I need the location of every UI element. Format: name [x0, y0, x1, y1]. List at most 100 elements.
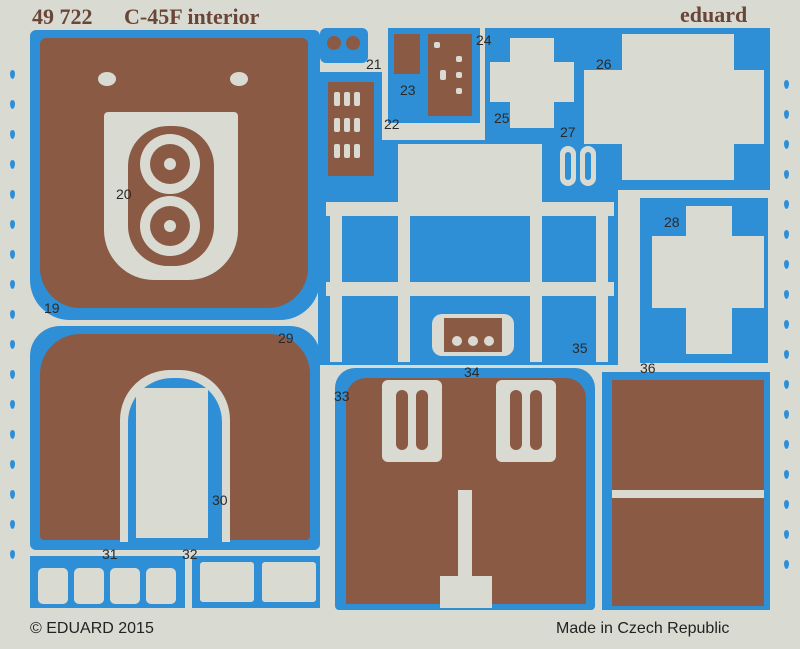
part-number-35: 35: [572, 340, 588, 356]
panel-24-switch: [456, 56, 462, 62]
part-35-bottom-bar: [326, 282, 614, 296]
edge-hole: [784, 200, 789, 209]
part-number-24: 24: [476, 32, 492, 48]
cutout-window: [565, 152, 571, 180]
panel-30: [136, 388, 208, 538]
panel-24-switch: [440, 70, 446, 80]
panel-24-switch: [434, 42, 440, 48]
edge-hole: [10, 490, 15, 499]
edge-hole: [784, 410, 789, 419]
edge-hole: [784, 170, 789, 179]
part-number-21: 21: [366, 56, 382, 72]
floor-33-pedal: [510, 390, 522, 450]
floor-33-pedal-frame: [496, 380, 556, 462]
edge-hole: [784, 560, 789, 569]
part-32-plate: [200, 562, 254, 602]
part-32-plate: [262, 562, 316, 602]
part-number-27: 27: [560, 124, 576, 140]
copyright: © EDUARD 2015: [30, 620, 154, 637]
edge-hole: [10, 190, 15, 199]
edge-hole: [10, 220, 15, 229]
panel-22-slot: [344, 144, 350, 158]
part-number-20: 20: [116, 186, 132, 202]
panel-24-switch: [456, 88, 462, 94]
edge-hole: [784, 500, 789, 509]
cutout-window: [548, 138, 606, 196]
door-handle: [98, 72, 116, 86]
edge-hole: [784, 380, 789, 389]
panel-22-slot: [354, 144, 360, 158]
panel-20-dial-hub: [164, 220, 176, 232]
part-31-tab: [38, 568, 68, 604]
edge-hole: [10, 100, 15, 109]
part-number-33: 33: [334, 388, 350, 404]
floor-33-pedal: [416, 390, 428, 450]
panel-23: [394, 34, 420, 74]
floor-33-center-strip: [458, 490, 472, 590]
part-34-gauge: [452, 336, 462, 346]
edge-hole: [10, 430, 15, 439]
part-number-22: 22: [384, 116, 400, 132]
brand-name: eduard: [680, 2, 748, 27]
floor-33-center-box: [440, 576, 492, 608]
origin: Made in Czech Republic: [556, 620, 730, 637]
edge-hole: [10, 460, 15, 469]
edge-hole: [784, 350, 789, 359]
part-number-19: 19: [44, 300, 60, 316]
edge-hole: [784, 290, 789, 299]
part-31-tab: [110, 568, 140, 604]
floor-33-pedal: [530, 390, 542, 450]
panel-22-slot: [334, 92, 340, 106]
part-31-tab: [146, 568, 176, 604]
edge-hole: [784, 260, 789, 269]
floor-33-pedal: [396, 390, 408, 450]
part-35-post: [330, 202, 342, 362]
panel-22-slot: [344, 118, 350, 132]
part-number-25: 25: [494, 110, 510, 126]
part-number-29: 29: [278, 330, 294, 346]
part-35-top-bar: [326, 202, 614, 216]
edge-hole: [10, 70, 15, 79]
part-35-post: [530, 202, 542, 362]
part-number-26: 26: [596, 56, 612, 72]
edge-hole: [10, 280, 15, 289]
part-number-28: 28: [664, 214, 680, 230]
door-handle: [230, 72, 248, 86]
part-28-cross: [652, 236, 764, 308]
edge-hole: [10, 130, 15, 139]
part-number-32: 32: [182, 546, 198, 562]
part-number-23: 23: [400, 82, 416, 98]
edge-hole: [10, 550, 15, 559]
edge-hole: [10, 520, 15, 529]
edge-hole: [784, 80, 789, 89]
part-35-post: [398, 202, 410, 362]
edge-hole: [10, 160, 15, 169]
panel-22-slot: [354, 92, 360, 106]
edge-hole: [10, 400, 15, 409]
panel-20-dial-hub: [164, 158, 176, 170]
part-35-top-panel: [398, 144, 542, 204]
set-title: C-45F interior: [124, 4, 260, 29]
edge-hole: [784, 440, 789, 449]
part-number-30: 30: [212, 492, 228, 508]
edge-hole: [784, 470, 789, 479]
panel-22-slot: [354, 118, 360, 132]
knob-21: [346, 36, 360, 50]
edge-hole: [784, 320, 789, 329]
part-34-gauge: [484, 336, 494, 346]
knob-21: [327, 36, 341, 50]
part-26-cross: [584, 70, 764, 144]
edge-hole: [10, 340, 15, 349]
panel-22-slot: [334, 118, 340, 132]
edge-hole: [784, 530, 789, 539]
part-25-cross: [490, 62, 574, 102]
edge-hole: [10, 250, 15, 259]
cutout-window: [585, 152, 591, 180]
part-number-34: 34: [464, 364, 480, 380]
part-31-tab: [74, 568, 104, 604]
part-35-post: [596, 202, 608, 362]
floor-33-pedal-frame: [382, 380, 442, 462]
edge-hole: [10, 310, 15, 319]
edge-hole: [10, 370, 15, 379]
